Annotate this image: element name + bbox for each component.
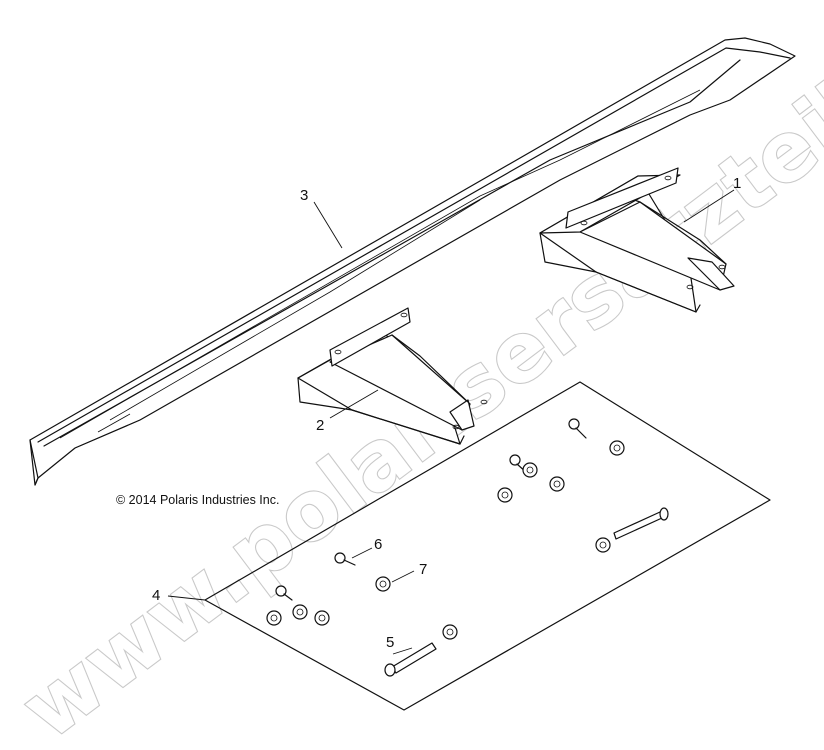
- leader-line: [392, 647, 413, 655]
- screw-icon: [275, 585, 293, 601]
- nut-icon: [609, 440, 625, 456]
- callout-1: 1: [733, 175, 741, 192]
- callout-2: 2: [316, 417, 324, 434]
- leader-line: [167, 595, 206, 601]
- leader-line: [683, 189, 735, 223]
- hardware-kit-icon: [204, 381, 771, 711]
- screw-icon: [568, 418, 587, 439]
- nut-icon: [292, 604, 308, 620]
- callout-3: 3: [300, 187, 308, 204]
- nut-icon: [595, 537, 611, 553]
- mounting-bracket-icon: [539, 167, 735, 313]
- mounting-bracket-icon: [297, 307, 488, 445]
- nut-icon: [442, 624, 458, 640]
- callout-6: 6: [374, 536, 382, 553]
- callout-5: 5: [386, 634, 394, 651]
- callout-7: 7: [419, 561, 427, 578]
- bolt-icon: [384, 642, 437, 677]
- leader-line: [391, 570, 415, 583]
- nut-icon: [375, 576, 391, 592]
- nut-icon: [314, 610, 330, 626]
- leader-line: [313, 201, 343, 249]
- guard-rail-icon: [29, 37, 796, 486]
- nut-icon: [549, 476, 565, 492]
- screw-icon: [334, 552, 356, 566]
- callout-4: 4: [152, 587, 160, 604]
- leader-line: [351, 547, 373, 559]
- nut-icon: [497, 487, 513, 503]
- screw-icon: [509, 454, 528, 474]
- leader-line: [329, 389, 379, 419]
- copyright-text: © 2014 Polaris Industries Inc.: [116, 493, 279, 507]
- nut-icon: [266, 610, 282, 626]
- bolt-icon: [613, 507, 669, 540]
- nut-icon: [522, 462, 538, 478]
